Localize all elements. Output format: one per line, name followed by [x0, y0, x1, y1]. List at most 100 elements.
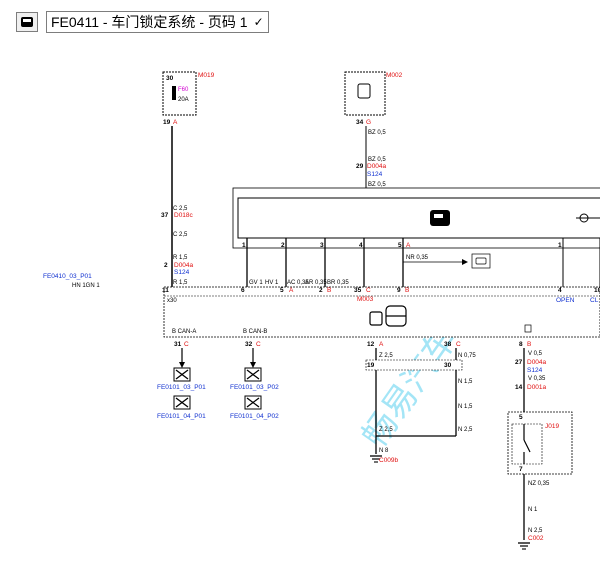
- ground-id: C009b: [379, 457, 399, 464]
- pin-letter: A: [406, 242, 411, 249]
- wire-label: R 1,5: [173, 255, 188, 261]
- connector-label: D001a: [527, 384, 547, 391]
- bcm-icon: [369, 305, 407, 327]
- pin-label: 3: [320, 242, 324, 249]
- wire-label: BZ 0,5: [368, 130, 386, 136]
- reference-link[interactable]: FE0101_04_P02: [230, 413, 279, 420]
- reference-link[interactable]: FE0101_04_P01: [157, 413, 206, 420]
- wire-label: N 0,75: [458, 353, 476, 359]
- switch-icon: [523, 439, 531, 453]
- connector-label: S124: [527, 367, 543, 374]
- wire-label: NZ 0,35: [528, 481, 550, 487]
- wire-label: HN 1GN 1: [72, 283, 100, 289]
- page-title: FE0411 - 车门锁定系统 - 页码 1: [51, 14, 248, 30]
- fuse-box-m019: [162, 71, 197, 116]
- pin-label: 38: [444, 341, 452, 348]
- pin-label: 6: [241, 287, 245, 294]
- wire-label: AC 0,35: [287, 280, 309, 286]
- pin-label: 7: [519, 466, 523, 473]
- pin-label: 19: [163, 119, 171, 126]
- ground-id: C002: [528, 535, 544, 542]
- wire-label: HV 1: [265, 280, 279, 286]
- ground-icon: [518, 542, 530, 550]
- connector-label: D004a: [367, 163, 387, 170]
- pin-letter: B: [527, 341, 531, 348]
- ecu-icon: [357, 83, 371, 99]
- chevron-down-icon: ✓: [253, 15, 264, 29]
- reference-link[interactable]: FE0101_03_P02: [230, 384, 279, 391]
- pin-label: 14: [515, 384, 523, 391]
- page-select[interactable]: FE0411 - 车门锁定系统 - 页码 1 ✓: [46, 11, 269, 33]
- wire-label: N 8: [379, 448, 389, 454]
- reference-fe0410[interactable]: FE0410_03_P01: [43, 273, 92, 280]
- header-bar: FE0411 - 车门锁定系统 - 页码 1 ✓: [16, 10, 269, 34]
- arrow-head: [462, 259, 468, 265]
- wire-label: BZ 0,5: [368, 157, 386, 163]
- network-icon: [173, 367, 262, 410]
- connector-label: S124: [367, 171, 383, 178]
- splice-connector: [365, 359, 463, 371]
- pin-label: 29: [356, 163, 364, 170]
- lock-shape: [475, 257, 487, 265]
- connector-label: D004a: [527, 359, 547, 366]
- pin-letter: C: [366, 287, 371, 294]
- wire-label: GV 1: [249, 280, 263, 286]
- motor-icon: [576, 213, 600, 223]
- pin-label: 1: [558, 242, 562, 249]
- pin-letter: C: [256, 341, 261, 348]
- pin-label: 1: [242, 242, 246, 249]
- connector-label: D004a: [174, 262, 194, 269]
- wire-label: N 2,5: [458, 427, 473, 433]
- fuse-pin-label: 30: [166, 75, 174, 82]
- pin-label: 34: [356, 119, 364, 126]
- door-lock-icon: [430, 210, 450, 226]
- can-bus-label: B CAN-A: [172, 329, 196, 335]
- pin-letter: B: [405, 287, 409, 294]
- pin-label: 35: [354, 287, 362, 294]
- component-m003-id: M003: [357, 296, 374, 303]
- pin-letter: A: [379, 341, 384, 348]
- wire-label: BZ 0,5: [368, 182, 386, 188]
- ground-icon: [370, 455, 382, 463]
- door-lock-module: [237, 197, 600, 239]
- switch-open-label: OPEN: [556, 297, 575, 304]
- wire-label: AR 0,35: [305, 280, 327, 286]
- can-bus-label: B CAN-B: [243, 329, 267, 335]
- pin-label: 30: [444, 362, 452, 369]
- arrow-head: [250, 362, 256, 368]
- pin-label: 8: [519, 341, 523, 348]
- pin-label: 27: [515, 359, 523, 366]
- module-m003: [163, 286, 600, 338]
- component-m019-id: M019: [198, 72, 215, 79]
- pin-label: 9: [397, 287, 401, 294]
- wire-label: N 1: [528, 507, 538, 513]
- wire-label: V 0,5: [528, 351, 543, 357]
- reference-link[interactable]: FE0101_03_P01: [157, 384, 206, 391]
- pin-label: 32: [245, 341, 253, 348]
- switch-close-label: CL: [590, 297, 599, 304]
- connector-label: S124: [174, 269, 190, 276]
- connector-icon: [524, 324, 532, 333]
- pin-letter: C: [456, 341, 461, 348]
- wire-label: NR 0,35: [406, 255, 429, 261]
- wire-label: Z 2,5: [379, 427, 393, 433]
- pin-label: 2: [319, 287, 323, 294]
- pin-label: 10: [594, 287, 600, 294]
- wire-label: C 2,5: [173, 232, 188, 238]
- connector-label: D018c: [174, 212, 194, 219]
- component-j019-id: J019: [545, 423, 559, 430]
- pin-label: x30: [167, 298, 177, 304]
- wire-label: V 0,35: [528, 376, 546, 382]
- pin-letter: G: [366, 119, 371, 126]
- pin-label: 4: [359, 242, 363, 249]
- fuse-id: F60: [178, 87, 189, 93]
- fuse-icon: [172, 86, 176, 100]
- wire-label: R 1,5: [173, 280, 188, 286]
- pin-label: 37: [161, 212, 169, 219]
- pin-label: 2: [164, 262, 168, 269]
- arrow-head: [179, 362, 185, 368]
- wire-label: Z 2,5: [379, 353, 393, 359]
- fuse-rating: 20A: [178, 97, 189, 103]
- car-lock-icon[interactable]: [16, 12, 38, 32]
